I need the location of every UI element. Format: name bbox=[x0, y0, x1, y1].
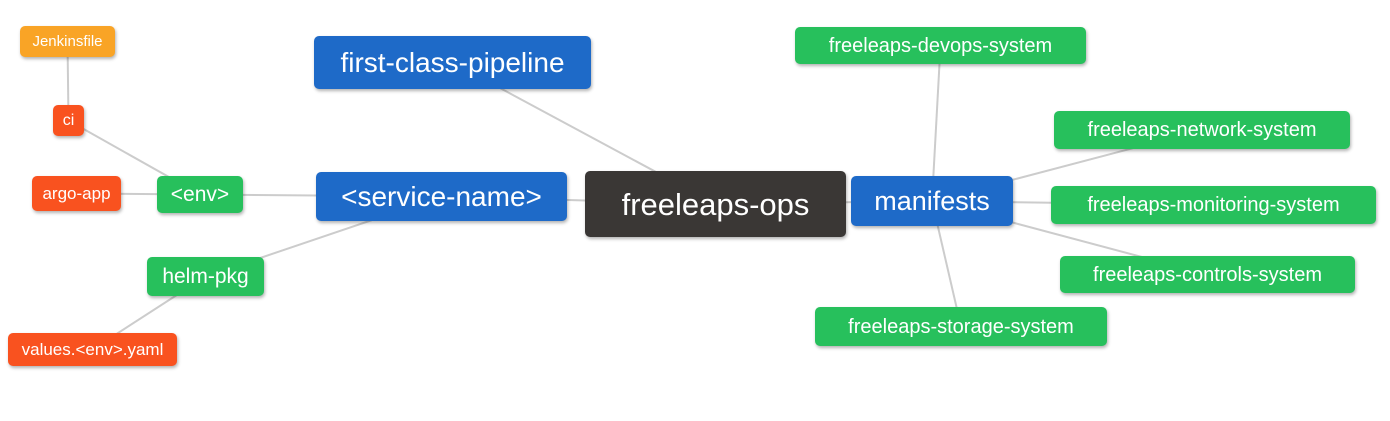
node-service-name[interactable]: <service-name> bbox=[316, 172, 567, 221]
node-controls-system[interactable]: freeleaps-controls-system bbox=[1060, 256, 1355, 293]
node-env[interactable]: <env> bbox=[157, 176, 243, 213]
node-devops-system[interactable]: freeleaps-devops-system bbox=[795, 27, 1086, 64]
node-values-env-yaml[interactable]: values.<env>.yaml bbox=[8, 333, 177, 366]
node-monitoring-system[interactable]: freeleaps-monitoring-system bbox=[1051, 186, 1376, 224]
node-ci[interactable]: ci bbox=[53, 105, 84, 136]
node-network-system[interactable]: freeleaps-network-system bbox=[1054, 111, 1350, 149]
node-freeleaps-ops[interactable]: freeleaps-ops bbox=[585, 171, 846, 237]
node-first-class-pipeline[interactable]: first-class-pipeline bbox=[314, 36, 591, 89]
node-jenkinsfile[interactable]: Jenkinsfile bbox=[20, 26, 115, 57]
node-argo-app[interactable]: argo-app bbox=[32, 176, 121, 211]
node-helm-pkg[interactable]: helm-pkg bbox=[147, 257, 264, 296]
node-manifests[interactable]: manifests bbox=[851, 176, 1013, 226]
edge-manifests-devops-system bbox=[931, 45, 942, 202]
node-storage-system[interactable]: freeleaps-storage-system bbox=[815, 307, 1107, 346]
